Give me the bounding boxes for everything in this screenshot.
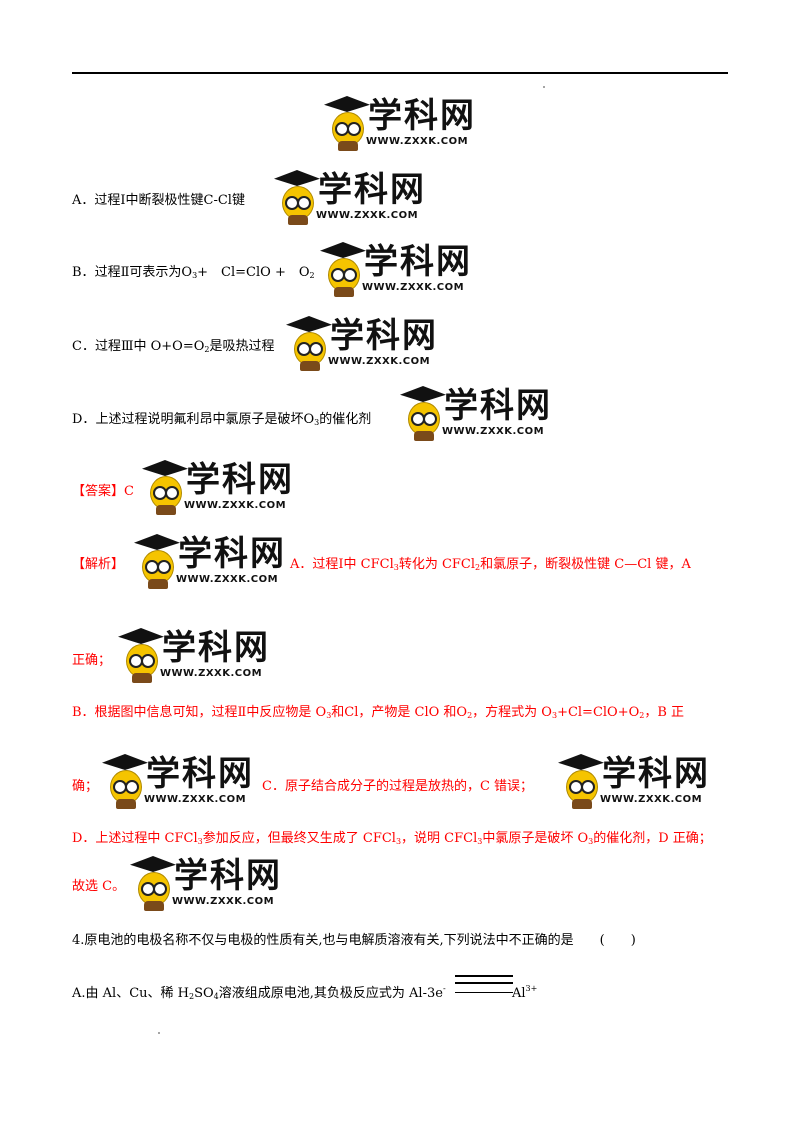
cap-icon [274,170,320,186]
cap-icon [558,754,604,770]
question-4-stem: 4.原电池的电极名称不仅与电极的性质有关,也与电解质溶液有关,下列说法中不正确的… [72,933,636,948]
header-rule [72,72,728,74]
analysis-conclusion: 故选 C。 [72,879,126,894]
analysis-c: C．原子结合成分子的过程是放热的，C 错误； [262,779,534,794]
option-a: A．过程Ⅰ中断裂极性键C-Cl键 [72,193,245,208]
cap-icon [134,534,180,550]
option-c: C．过程Ⅲ中 O+O=O2是吸热过程 [72,339,275,354]
answer: 【答案】C [72,484,134,499]
analysis-d: D．上述过程中 CFCl3参加反应，但最终又生成了 CFCl3，说明 CFCl3… [72,831,712,846]
speck [543,86,545,88]
cap-icon [102,754,148,770]
option-d: D．上述过程说明氟利昂中氯原子是破坏O3的催化剂 [72,412,372,427]
cap-icon [324,96,370,112]
speck [158,1032,160,1034]
cap-icon [286,316,332,332]
cap-icon [118,628,164,644]
question-4-product: Al3+ [512,984,538,1001]
analysis-a: A．过程Ⅰ中 CFCl3转化为 CFCl2和氯原子，断裂极性键 C—Cl 键，A [290,557,691,572]
cap-icon [142,460,188,476]
cap-icon [400,386,446,402]
analysis-b: B．根据图中信息可知，过程Ⅱ中反应物是 O3和Cl，产物是 ClO 和O2，方程… [72,705,685,720]
option-b: B．过程Ⅱ可表示为O3+ Cl=ClO + O2 [72,265,315,280]
analysis-a-cont: 正确； [72,653,112,668]
cap-icon [320,242,366,258]
equation-underline [455,992,513,993]
equation-double-bar [455,975,513,984]
analysis-b-cont: 确； [72,779,99,794]
question-4-option-a: A.由 Al、Cu、稀 H2SO4溶液组成原电池,其负极反应式为 Al-3e- [72,984,446,1001]
cap-icon [130,856,176,872]
analysis-label: 【解析】 [72,557,125,572]
